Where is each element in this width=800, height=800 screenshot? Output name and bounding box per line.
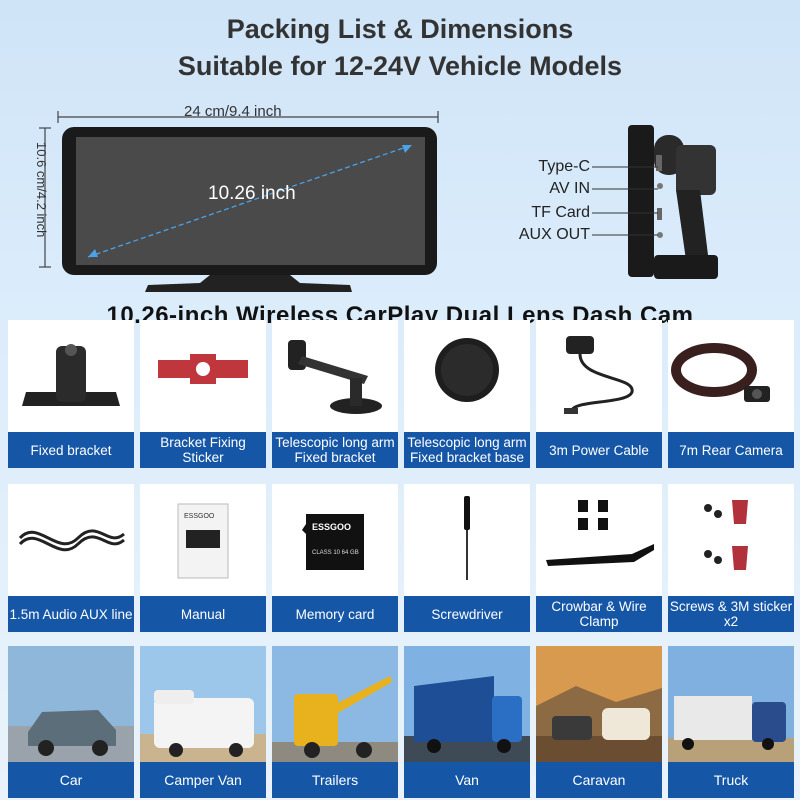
package-label: Bracket Fixing Sticker [140, 432, 266, 468]
package-item-memory-card: ESSGOO CLASS 10 64 GB Memory card [272, 484, 398, 632]
package-label: Screwdriver [404, 596, 530, 632]
package-item-manual: ESSGOO Manual [140, 484, 266, 632]
vehicle-label: Camper Van [140, 762, 266, 798]
package-label: 1.5m Audio AUX line [8, 596, 134, 632]
package-label: Telescopic long arm Fixed bracket base [404, 432, 530, 468]
package-item-rear-camera: 7m Rear Camera [668, 320, 794, 468]
port-aux-out: AUX OUT [518, 226, 590, 243]
vehicle-van: Van [404, 646, 530, 798]
package-item-telescopic-arm: Telescopic long arm Fixed bracket [272, 320, 398, 468]
card-spec: CLASS 10 64 GB [312, 550, 359, 556]
package-item-crowbar: Crowbar & Wire Clamp [536, 484, 662, 632]
package-label: 3m Power Cable [536, 432, 662, 468]
height-dimension: 10.6 cm/4.2 inch [34, 142, 49, 238]
vehicle-trailers: Trailers [272, 646, 398, 798]
sticker-icon [158, 354, 248, 384]
bracket-base-icon [435, 338, 499, 402]
screws-icon [704, 500, 748, 570]
vehicle-camper-van: Camper Van [140, 646, 266, 798]
vehicle-label: Caravan [536, 762, 662, 798]
vehicle-label: Truck [668, 762, 794, 798]
device-diagram [39, 111, 718, 292]
package-item-screwdriver: Screwdriver [404, 484, 530, 632]
package-label: Memory card [272, 596, 398, 632]
package-item-screws: Screws & 3M sticker x2 [668, 484, 794, 632]
telescopic-arm-icon [288, 340, 382, 414]
screwdriver-icon [464, 496, 470, 580]
aux-cable-icon [18, 529, 125, 552]
header-subtitle: Suitable for 12-24V Vehicle Models [177, 51, 623, 81]
package-item-power-cable: 3m Power Cable [536, 320, 662, 468]
package-item-aux-line: 1.5m Audio AUX line [8, 484, 134, 632]
rear-camera-icon [671, 343, 770, 402]
port-tf-card: TF Card [531, 204, 590, 221]
vehicle-label: Car [8, 762, 134, 798]
header-title: Packing List & Dimensions [226, 14, 574, 44]
vehicle-truck: Truck [668, 646, 794, 798]
crowbar-icon [546, 500, 654, 566]
diagonal-dimension: 10.26 inch [208, 183, 296, 204]
package-label: Screws & 3M sticker x2 [668, 596, 794, 632]
vehicle-label: Trailers [272, 762, 398, 798]
memory-card-icon: ESSGOO CLASS 10 64 GB [302, 514, 364, 570]
package-label: 7m Rear Camera [668, 432, 794, 468]
vehicle-label: Van [404, 762, 530, 798]
package-item-bracket-base: Telescopic long arm Fixed bracket base [404, 320, 530, 468]
width-dimension: 24 cm/9.4 inch [184, 103, 282, 120]
manual-icon: ESSGOO [177, 503, 229, 579]
card-brand: ESSGOO [312, 522, 351, 532]
package-label: Fixed bracket [8, 432, 134, 468]
power-cable-icon [564, 336, 634, 414]
bracket-icon [22, 344, 120, 406]
package-item-bracket-sticker: Bracket Fixing Sticker [140, 320, 266, 468]
package-label: Manual [140, 596, 266, 632]
port-type-c: Type-C [538, 158, 590, 175]
package-item-fixed-bracket: Fixed bracket [8, 320, 134, 468]
vehicle-car: Car [8, 646, 134, 798]
port-av-in: AV IN [549, 180, 590, 197]
manual-brand: ESSGOO [184, 513, 215, 520]
vehicle-caravan: Caravan [536, 646, 662, 798]
package-label: Telescopic long arm Fixed bracket [272, 432, 398, 468]
package-label: Crowbar & Wire Clamp [536, 596, 662, 632]
